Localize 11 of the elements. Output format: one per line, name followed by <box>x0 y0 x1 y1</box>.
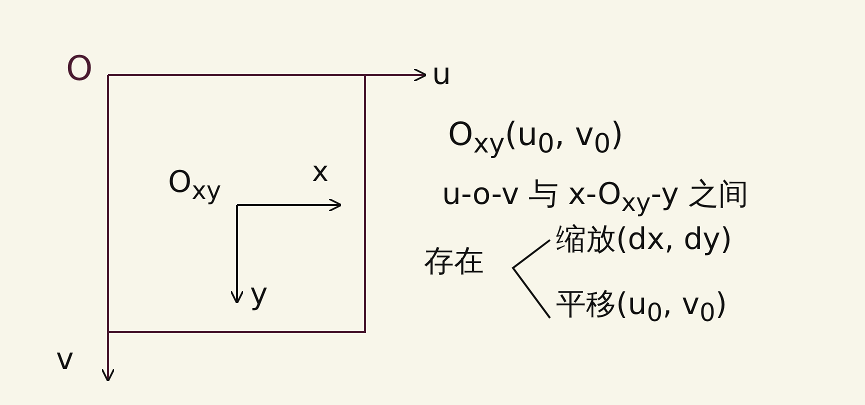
origin-label: O <box>66 52 93 86</box>
axis-label: u <box>432 60 452 90</box>
note-text: 存在 <box>424 247 484 277</box>
origin-label: O$_{xy}$ <box>168 168 222 203</box>
note-text: 平移(u$_{0}$, v$_{0}$) <box>556 290 728 325</box>
axis-label: y <box>250 280 268 310</box>
note-text: 缩放(dx, dy) <box>556 225 732 255</box>
note-text: O$_{xy}$(u$_{0}$, v$_{0}$) <box>448 118 624 158</box>
note-text: u-o-v 与 x-O$_{xy}$-y 之间 <box>442 180 748 215</box>
axis-label: x <box>312 158 329 186</box>
axis-label: v <box>56 345 74 375</box>
